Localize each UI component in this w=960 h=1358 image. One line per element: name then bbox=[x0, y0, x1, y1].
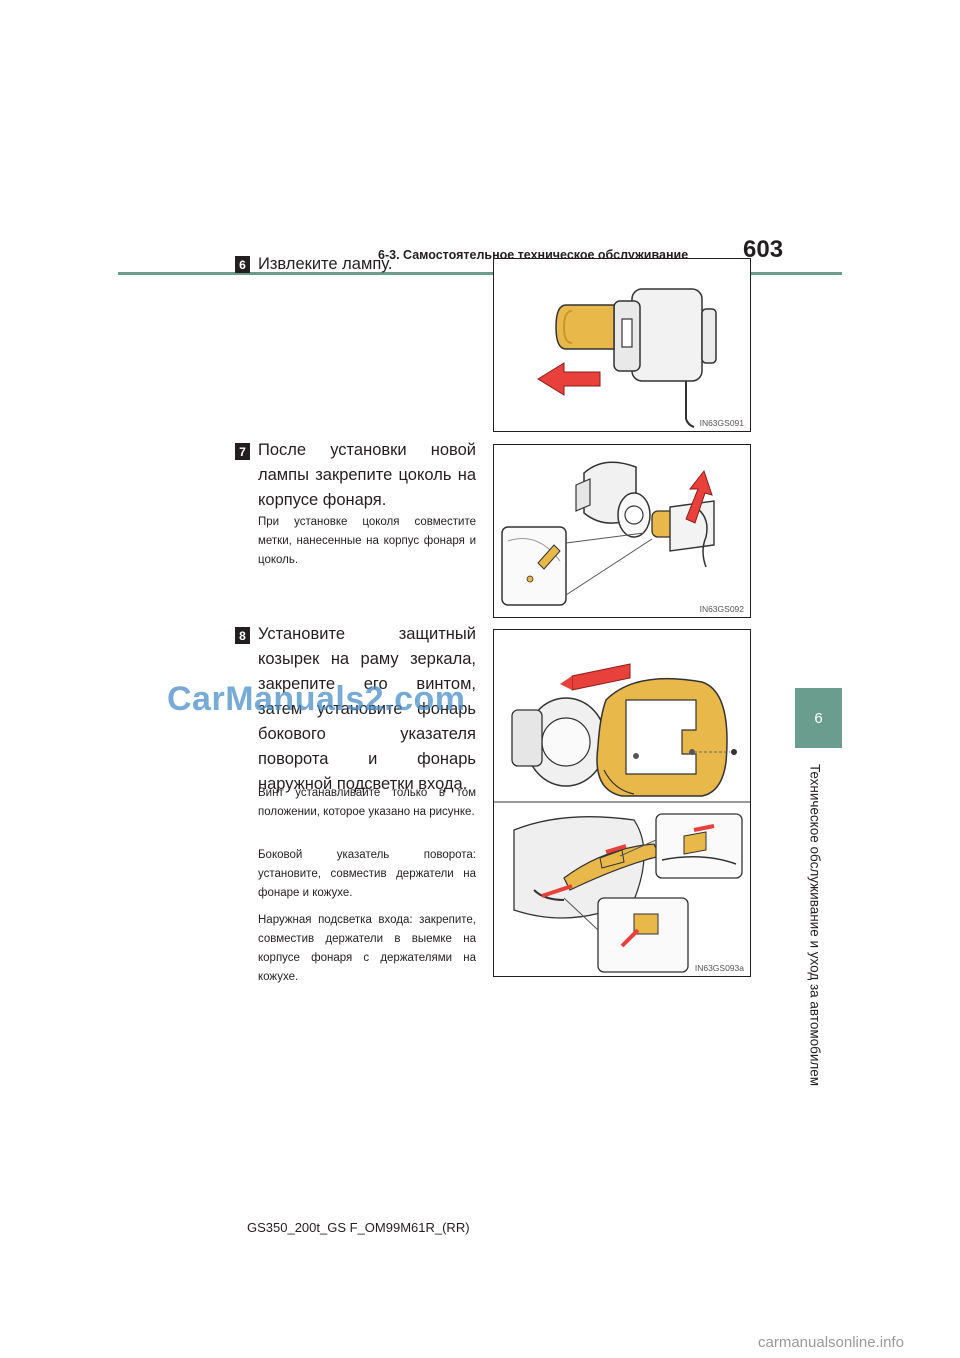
figure-step-7: IN63GS092 bbox=[493, 444, 751, 618]
watermark-carmanualsonline[interactable]: carmanualsonline.info bbox=[758, 1334, 904, 1351]
step-8-text: Установите защитный козырек на раму зерк… bbox=[258, 625, 476, 793]
bulb-removal-illustration bbox=[537, 288, 717, 428]
figure-code: IN63GS091 bbox=[699, 418, 744, 428]
step-7-note: При установке цоколя совместите метки, н… bbox=[258, 516, 476, 566]
step-7-text: После установки новой лампы закрепите цо… bbox=[258, 441, 476, 509]
step-8-note-1: Винт устанавливайте только в том положен… bbox=[258, 787, 476, 818]
step-number-8: 8 bbox=[235, 627, 250, 644]
base-install-illustration bbox=[501, 461, 715, 606]
figure-code: IN63GS093a bbox=[694, 963, 744, 973]
chapter-tab[interactable]: 6 bbox=[795, 688, 842, 748]
step-8-note-2: Боковой указатель поворота: установите, … bbox=[258, 849, 476, 899]
watermark-carmanuals2: CarManuals2.com bbox=[167, 680, 466, 718]
document-code: GS350_200t_GS F_OM99M61R_(RR) bbox=[247, 1220, 470, 1235]
step-6-text: Извлеките лампу. bbox=[258, 255, 393, 273]
header-rule bbox=[118, 272, 842, 275]
step-8-note-3: Наружная подсветка входа: закрепите, сов… bbox=[258, 914, 476, 983]
chapter-title-text: Техническое обслуживание и уход за автом… bbox=[807, 763, 823, 1087]
figure-step-8: IN63GS093a bbox=[493, 629, 751, 977]
chapter-title: Техническое обслуживание и уход за автом… bbox=[792, 760, 838, 1090]
mirror-cover-illustration bbox=[494, 663, 750, 973]
figure-step-6: IN63GS091 bbox=[493, 258, 751, 432]
figure-code: IN63GS092 bbox=[699, 604, 744, 614]
step-number-6: 6 bbox=[235, 256, 250, 273]
step-number-7: 7 bbox=[235, 443, 250, 460]
